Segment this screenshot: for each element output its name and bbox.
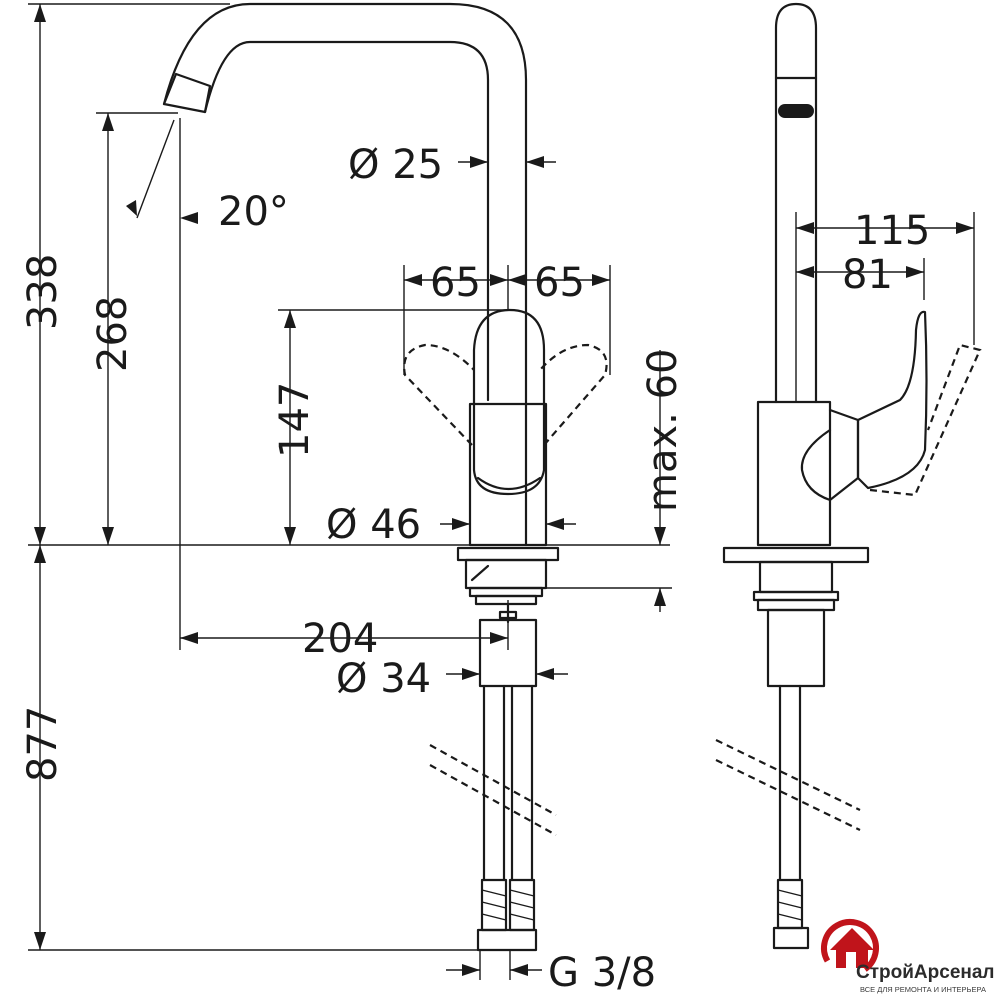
dimension-labels: 338 268 147 877 Ø 25 20° 65 65 max. 60 Ø… [20, 142, 930, 996]
label-147: 147 [272, 382, 318, 458]
logo-tagline: ВСЕ ДЛЯ РЕМОНТА И ИНТЕРЬЕРА [860, 985, 986, 994]
label-diameter-34: Ø 34 [336, 656, 431, 702]
dimension-lines [28, 3, 975, 980]
label-268: 268 [90, 296, 136, 372]
label-338: 338 [20, 254, 66, 330]
dimension-arrows [34, 4, 974, 976]
label-diameter-46: Ø 46 [326, 502, 421, 548]
label-204: 204 [302, 616, 378, 662]
front-view [162, 2, 608, 952]
label-115: 115 [854, 208, 930, 254]
label-877: 877 [20, 706, 66, 782]
label-65-right: 65 [534, 260, 585, 306]
house-icon [821, 919, 879, 977]
stroyarsenal-logo: СтройАрсенал ВСЕ ДЛЯ РЕМОНТА И ИНТЕРЬЕРА [821, 919, 995, 994]
label-65-left: 65 [430, 260, 481, 306]
label-diameter-25: Ø 25 [348, 142, 443, 188]
side-view [715, 2, 982, 950]
label-81: 81 [842, 252, 893, 298]
logo-name: СтройАрсенал [856, 962, 995, 983]
label-g-3-8: G 3/8 [548, 950, 656, 996]
label-max-60: max. 60 [640, 349, 686, 512]
label-angle-20: 20° [218, 189, 289, 235]
